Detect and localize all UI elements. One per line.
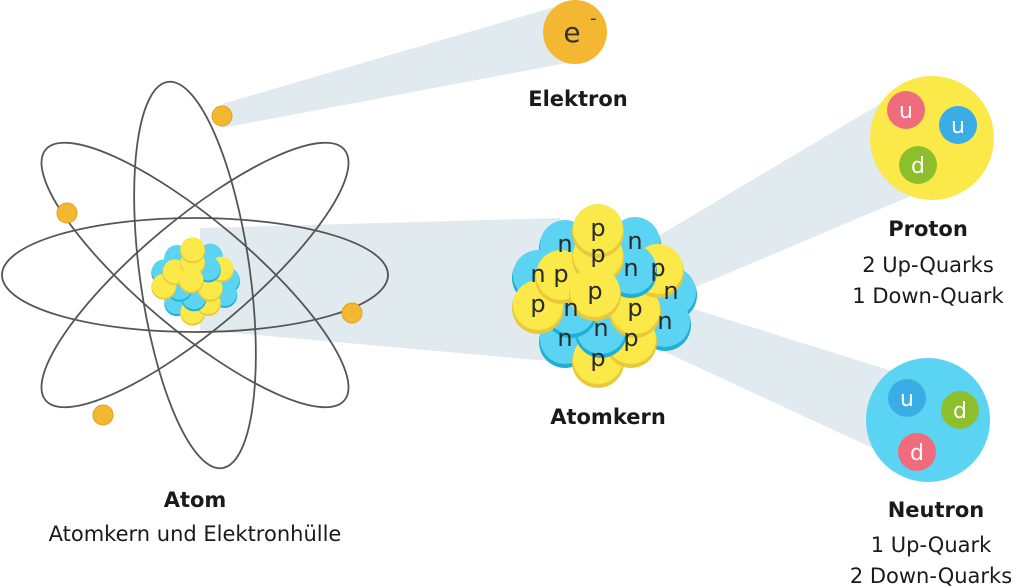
neutron-beam [650,300,920,470]
particle-label: n [627,227,642,255]
particle-label: n [557,230,572,258]
quark-label: d [910,441,924,466]
quark-label: u [899,99,913,124]
nucleus-large [512,204,697,388]
proton-circle: u u d [870,76,994,200]
neutron-circle: u d d [866,358,990,482]
quark-label: d [953,399,967,424]
particle-label: n [563,294,578,322]
proton-beam [655,95,925,300]
electron-dot [341,302,363,324]
particle-label: n [530,260,545,288]
atom-subtitle: Atomkern und Elektronhülle [49,522,342,546]
particle-label: p [590,344,605,372]
particle-label: n [557,324,572,352]
proton-particle [180,237,206,264]
electron-symbol: e [563,16,580,49]
particle-label: p [530,290,545,318]
particle-label: n [657,307,672,335]
proton-particle [178,267,204,294]
neutron-title: Neutron [888,498,985,522]
electron-label: Elektron [528,87,628,111]
electron-dot [56,202,78,224]
orbit-electrons [56,105,363,426]
particle-label: p [590,214,605,242]
electron-large: e - [543,0,607,64]
atom-nucleus-small [151,237,241,326]
particle-label: p [627,294,642,322]
electron-charge: - [590,8,597,29]
particle-label: p [650,254,665,282]
orbit [133,80,257,470]
orbit [40,141,350,409]
orbit [1,217,389,333]
quark-label: u [900,387,914,412]
neutron-line1: 1 Up-Quark [871,533,992,557]
proton-title: Proton [888,217,968,241]
orbit [40,141,350,409]
particle-label: n [663,277,678,305]
particle-label: n [593,314,608,342]
electron-dot [92,404,114,426]
quark-label: d [911,154,925,179]
proton-line2: 1 Down-Quark [852,284,1004,308]
neutron-line2: 2 Down-Quarks [850,564,1012,588]
quark-label: u [951,114,965,139]
proton-particle [569,267,621,321]
proton-particle [572,204,624,258]
particle-label: p [553,260,568,288]
particle-label: p [623,324,638,352]
particle-label: p [587,277,602,305]
electron-dot [211,105,233,127]
electron-beam [222,2,572,128]
particle-label: n [623,254,638,282]
particle-label: p [590,240,605,268]
proton-line1: 2 Up-Quarks [862,253,994,277]
atom-title: Atom [164,488,227,512]
electron-orbits [1,80,389,470]
nucleus-label: Atomkern [550,405,666,429]
